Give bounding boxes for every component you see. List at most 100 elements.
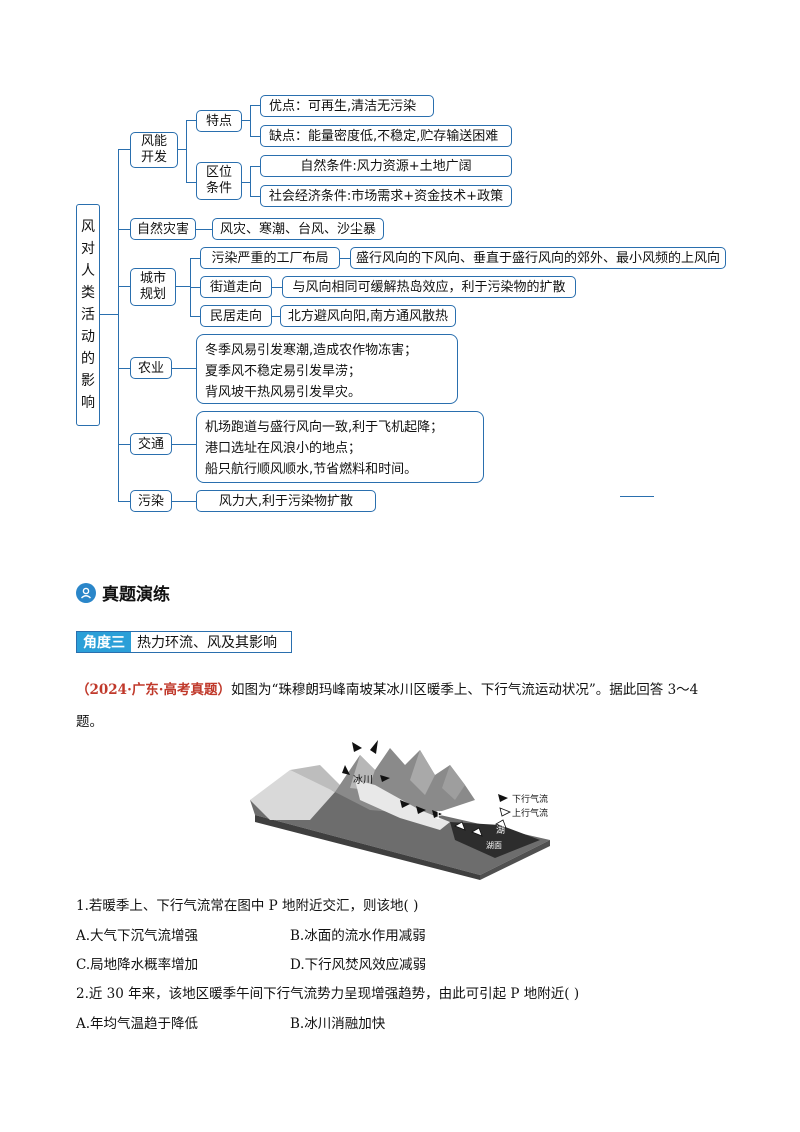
location-social: 社会经济条件:市场需求+资金技术+政策	[260, 185, 512, 207]
node-location: 区位 条件	[196, 162, 242, 200]
point-p-label: P	[436, 809, 444, 822]
node-features: 特点	[196, 110, 242, 132]
connector	[186, 182, 196, 183]
node-label: 街道走向	[209, 279, 262, 295]
connector	[190, 316, 200, 317]
node-label: 交通	[137, 436, 164, 452]
root-char: 活	[81, 307, 95, 323]
node-transport: 交通	[130, 433, 172, 455]
question-2-stem: 2.近 30 年来，该地区暖季午间下行气流势力呈现增强趋势，由此可引起 P 地附…	[76, 986, 580, 1002]
connector	[250, 136, 260, 137]
content-line: 夏季风不稳定易引发旱涝；	[205, 364, 362, 379]
connector	[176, 286, 190, 287]
node-urban: 城市 规划	[130, 268, 176, 306]
people-icon	[76, 582, 96, 603]
connector	[250, 105, 260, 106]
node-agriculture: 农业	[130, 357, 172, 379]
node-label: 区位	[205, 165, 232, 180]
node-disaster: 自然灾害	[130, 218, 196, 240]
divider	[620, 496, 654, 497]
node-label: 民居走向	[209, 308, 262, 324]
connector	[118, 368, 130, 369]
disaster-content: 风灾、寒潮、台风、沙尘暴	[212, 218, 384, 240]
glacier-label: 冰川	[353, 773, 373, 786]
node-text: 与风向相同可缓解热岛效应，利于污染物的扩散	[292, 279, 566, 295]
root-char: 对	[81, 241, 95, 257]
connector	[118, 501, 130, 502]
angle-bar: 角度三 热力环流、风及其影响	[76, 631, 292, 653]
question-1-option-c[interactable]: C.局地降水概率增加	[76, 957, 199, 973]
root-char: 人	[81, 263, 95, 279]
connector	[186, 120, 196, 121]
connector	[172, 501, 196, 502]
node-text: 北方避风向阳,南方通风散热	[287, 308, 449, 324]
node-wind-energy: 风能 开发	[130, 132, 178, 168]
intro-line-2: 题。	[76, 710, 726, 730]
urban-factory-content: 盛行风向的下风向、垂直于盛行风向的郊外、最小风频的上风向	[350, 247, 726, 269]
connector	[250, 105, 251, 136]
connector	[250, 166, 260, 167]
node-text: 风力大,利于污染物扩散	[218, 493, 354, 509]
connector	[100, 314, 118, 315]
root-char: 风	[81, 219, 95, 235]
connector	[196, 229, 212, 230]
urban-street-content: 与风向相同可缓解热岛效应，利于污染物的扩散	[282, 276, 576, 298]
pollution-content: 风力大,利于污染物扩散	[196, 490, 376, 512]
node-text: 盛行风向的下风向、垂直于盛行风向的郊外、最小风频的上风向	[355, 250, 720, 266]
connector	[272, 316, 280, 317]
agriculture-content: 冬季风易引发寒潮,造成农作物冻害； 夏季风不稳定易引发旱涝； 背风坡干热风易引发…	[196, 334, 458, 404]
angle-title: 热力环流、风及其影响	[137, 635, 277, 651]
glacier-diagram: 下行气流 上行气流 冰川 P 湖 湖面	[250, 740, 550, 880]
node-text: 优点：可再生,清洁无污染	[269, 98, 417, 114]
connector	[250, 196, 260, 197]
transport-content: 机场跑道与盛行风向一致,利于飞机起降； 港口选址在风浪小的地点； 船只航行顺风顺…	[196, 411, 484, 483]
node-text: 风灾、寒潮、台风、沙尘暴	[219, 221, 376, 237]
urban-housing-content: 北方避风向阳,南方通风散热	[280, 305, 456, 327]
connector	[118, 229, 130, 230]
node-label: 城市	[139, 271, 166, 286]
section-title: 真题演练	[76, 580, 170, 605]
node-label: 农业	[137, 360, 164, 376]
connector	[340, 258, 350, 259]
node-text: 缺点：能量密度低,不稳定,贮存输送困难	[269, 128, 499, 144]
root-char: 的	[81, 351, 95, 367]
feature-advantage: 优点：可再生,清洁无污染	[260, 95, 434, 117]
connector	[172, 444, 196, 445]
question-1-stem: 1.若暖季上、下行气流常在图中 P 地附近交汇，则该地( )	[76, 898, 419, 914]
urban-factory: 污染严重的工厂布局	[200, 247, 340, 269]
question-1-option-d[interactable]: D.下行风焚风效应减弱	[290, 957, 427, 973]
root-char: 响	[81, 395, 95, 411]
content-line: 机场跑道与盛行风向一致,利于飞机起降；	[205, 420, 444, 435]
intro-text: 如图为“珠穆朗玛峰南坡某冰川区暖季上、下行气流运动状况”。据此回答 3～4	[230, 682, 699, 698]
mindmap-root: 风 对 人 类 活 动 的 影 响	[76, 204, 100, 426]
section-title-text: 真题演练	[102, 585, 170, 605]
connector	[242, 120, 250, 121]
content-line: 冬季风易引发寒潮,造成农作物冻害；	[205, 343, 418, 358]
question-source: （2024·广东·高考真题）	[76, 682, 231, 698]
node-label: 污染严重的工厂布局	[211, 250, 329, 266]
question-1-option-a[interactable]: A.大气下沉气流增强	[76, 928, 199, 944]
node-label: 自然灾害	[136, 221, 189, 237]
question-2-option-a[interactable]: A.年均气温趋于降低	[76, 1016, 199, 1032]
node-label: 污染	[137, 493, 164, 509]
location-natural: 自然条件:风力资源+土地广阔	[260, 155, 512, 177]
lake-label: 湖	[496, 825, 505, 836]
content-line: 背风坡干热风易引发旱灾。	[205, 385, 362, 400]
node-text: 自然条件:风力资源+土地广阔	[300, 158, 472, 174]
legend-up-label: 上行气流	[512, 807, 548, 819]
root-char: 动	[81, 329, 95, 345]
question-1-option-b[interactable]: B.冰面的流水作用减弱	[290, 928, 426, 944]
legend-down-label: 下行气流	[512, 793, 548, 805]
connector	[186, 120, 187, 182]
connector	[190, 258, 200, 259]
connector	[118, 286, 130, 287]
glacier-figure: 下行气流 上行气流 冰川 P 湖 湖面	[250, 730, 570, 880]
connector	[118, 149, 130, 150]
node-text: 社会经济条件:市场需求+资金技术+政策	[268, 188, 504, 204]
connector	[118, 149, 119, 501]
connector	[250, 166, 251, 196]
root-char: 类	[81, 285, 95, 301]
connector	[272, 287, 282, 288]
connector	[242, 182, 250, 183]
question-2-option-b[interactable]: B.冰川消融加快	[290, 1016, 386, 1032]
